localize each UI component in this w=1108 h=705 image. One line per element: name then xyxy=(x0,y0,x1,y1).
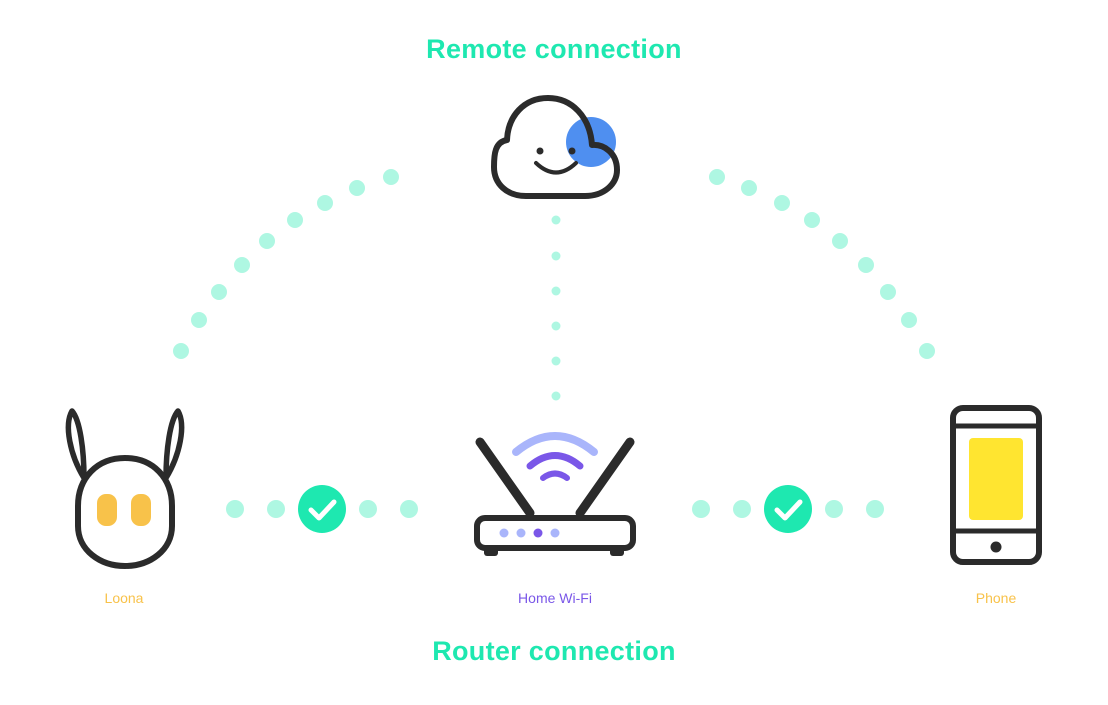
connection-dot xyxy=(551,251,561,261)
connection-dot xyxy=(551,321,561,331)
connection-dot xyxy=(287,212,303,228)
connection-dot xyxy=(173,343,189,359)
connection-dot xyxy=(317,195,333,211)
cloud-icon xyxy=(491,95,620,199)
connection-dot xyxy=(383,169,399,185)
connection-dot xyxy=(359,500,377,518)
router-connection-title: Router connection xyxy=(432,636,676,666)
router-link-router-phone xyxy=(692,500,884,518)
connection-dot xyxy=(234,257,250,273)
connection-dot xyxy=(551,286,561,296)
remote-link-phone-cloud xyxy=(709,169,935,359)
connection-dot xyxy=(259,233,275,249)
remote-connection-title: Remote connection xyxy=(426,34,682,64)
router-icon xyxy=(474,432,636,556)
connection-dot xyxy=(692,500,710,518)
phone-icon xyxy=(950,405,1042,565)
robot-icon xyxy=(65,408,185,570)
router-link-loona-router xyxy=(226,500,418,518)
connection-dot xyxy=(866,500,884,518)
remote-link-loona-cloud xyxy=(173,169,399,359)
connection-dot xyxy=(267,500,285,518)
connection-dot xyxy=(832,233,848,249)
connection-dot xyxy=(919,343,935,359)
connection-dot xyxy=(825,500,843,518)
connection-dot xyxy=(774,195,790,211)
connection-dot xyxy=(191,312,207,328)
connection-dot xyxy=(804,212,820,228)
connection-dot xyxy=(709,169,725,185)
connection-dot xyxy=(901,312,917,328)
connection-dot xyxy=(733,500,751,518)
check-icon xyxy=(298,485,346,533)
connection-dot xyxy=(880,284,896,300)
connection-dot xyxy=(211,284,227,300)
remote-link-router-cloud xyxy=(551,215,561,401)
phone-label: Phone xyxy=(975,590,1017,606)
connection-dot xyxy=(551,391,561,401)
connection-dot xyxy=(226,500,244,518)
home-wifi-label: Home Wi-Fi xyxy=(518,590,592,606)
connection-dot xyxy=(551,215,561,225)
connection-dot xyxy=(400,500,418,518)
connection-dot xyxy=(349,180,365,196)
check-icon xyxy=(764,485,812,533)
connection-dot xyxy=(741,180,757,196)
connection-dot xyxy=(858,257,874,273)
loona-label: Loona xyxy=(104,590,144,606)
connection-dot xyxy=(551,356,561,366)
